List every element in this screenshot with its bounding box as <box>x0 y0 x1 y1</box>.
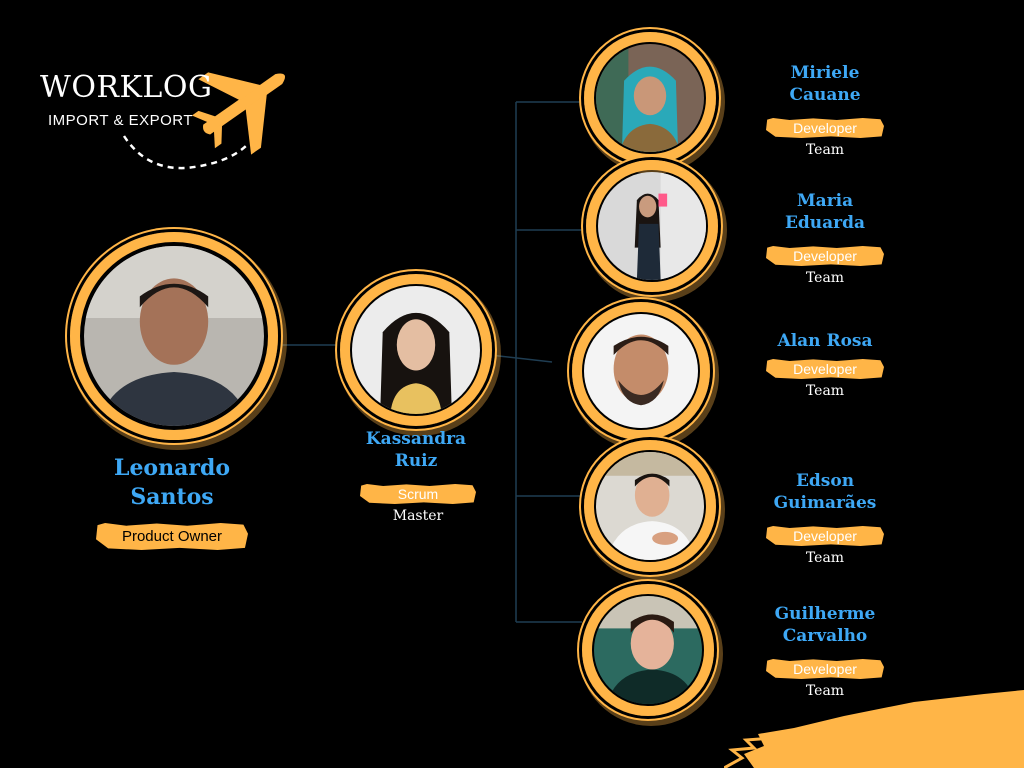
owner-avatar <box>70 232 278 440</box>
team-member-name-line2: Eduarda <box>784 213 866 234</box>
team-member-role-badge: Developer <box>766 118 884 138</box>
team-member-name-line1: Miriele <box>790 63 860 83</box>
team-member-role-suffix: Team <box>805 550 845 566</box>
airplane-icon <box>122 72 286 170</box>
scrum-master-name-line1: Kassandra <box>365 429 467 449</box>
team-member-name: Maria Eduarda <box>766 190 884 234</box>
team-member-avatar <box>572 302 710 440</box>
team-member-role-suffix: Team <box>805 270 845 286</box>
owner-name-line2: Santos <box>130 483 214 510</box>
team-member-name-line2: Cauane <box>789 85 861 106</box>
team-member-name: Edson Guimarães <box>766 470 884 514</box>
team-member-name-line1: Maria <box>796 191 854 211</box>
logo-subtitle: IMPORT & EXPORT <box>48 112 194 129</box>
scrum-master-name-line2: Ruiz <box>394 451 438 472</box>
scrum-master-avatar <box>340 274 492 426</box>
company-logo: WORKLOG IMPORT & EXPORT <box>36 40 296 180</box>
team-member-role-badge: Developer <box>766 359 884 379</box>
owner-name-line1: Leonardo <box>113 455 231 481</box>
team-member-name-line1: Guilherme <box>774 604 876 624</box>
team-member-role-suffix: Team <box>805 383 845 399</box>
owner-name: Leonardo Santos <box>84 454 260 511</box>
team-member-role-badge: Developer <box>766 246 884 266</box>
team-member-name-line2: Carvalho <box>782 626 868 647</box>
team-member-avatar <box>584 440 716 572</box>
team-member-name-line2: Guimarães <box>773 493 877 514</box>
team-member-role-badge: Developer <box>766 526 884 546</box>
team-member-role-suffix: Team <box>805 683 845 699</box>
team-member-name-line1: Edson <box>795 471 855 491</box>
logo-title: WORKLOG <box>40 70 213 105</box>
scrum-master-name: Kassandra Ruiz <box>352 428 480 472</box>
team-member-name: Guilherme Carvalho <box>766 603 884 647</box>
team-member-name-line1: Alan Rosa <box>777 331 873 351</box>
team-member-name: Alan Rosa <box>766 330 884 352</box>
scrum-master-role-suffix: Master <box>392 508 444 524</box>
team-member-role-badge: Developer <box>766 659 884 679</box>
team-member-avatar <box>584 32 716 164</box>
team-member-avatar <box>586 160 718 292</box>
owner-role-badge: Product Owner <box>96 523 248 550</box>
team-member-avatar <box>582 584 714 716</box>
team-member-role-suffix: Team <box>805 142 845 158</box>
scrum-master-role-badge: Scrum <box>360 484 476 504</box>
brush-stroke-decoration <box>724 690 1024 768</box>
team-member-name: Miriele Cauane <box>766 62 884 106</box>
